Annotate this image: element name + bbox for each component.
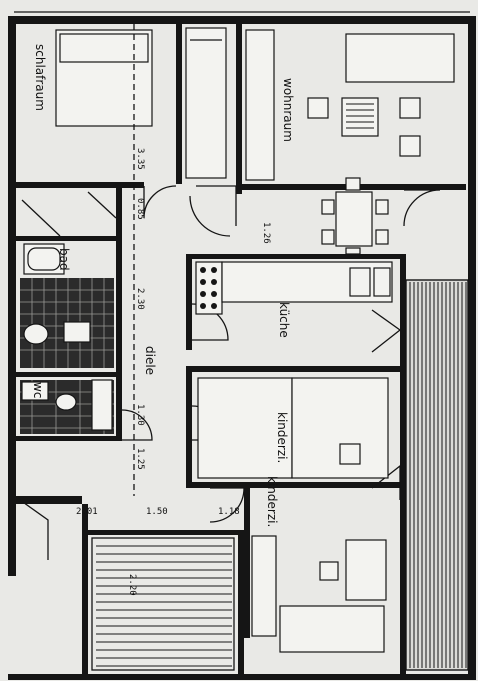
sink [349, 267, 371, 297]
wardrobe [185, 27, 227, 179]
dimension-label: 2.30 [135, 288, 145, 310]
washbasin [63, 321, 91, 343]
dimension-label: 2.01 [76, 507, 98, 517]
dimension-label: 1.25 [135, 448, 145, 470]
sideboard [245, 29, 275, 181]
room-label-kueche: küche [277, 302, 291, 338]
dining-table [335, 191, 373, 247]
stove [195, 261, 223, 315]
room-label-schlafraum: schlafraum [33, 44, 47, 111]
dimension-label: 1.30 [135, 404, 145, 426]
kinderzi-2-furniture [251, 535, 387, 653]
doors [19, 185, 441, 560]
kinderzi-1-furniture [197, 377, 389, 479]
wc-furniture [20, 379, 114, 434]
room-label-diele: diele [143, 346, 157, 375]
kueche-furniture [195, 261, 393, 315]
room-label-bad: bad [57, 248, 71, 271]
toilet [23, 323, 49, 345]
dimension-label: 3.35 [135, 148, 145, 170]
room-label-kinderzi-2: kinderzi. [265, 476, 279, 527]
dimension-label: 1.26 [261, 222, 271, 244]
dimension-label: 0.85 [135, 198, 145, 220]
shelf-2 [251, 535, 277, 637]
bed-1 [197, 377, 293, 479]
balcony [405, 279, 469, 671]
outer-walls [8, 11, 476, 680]
wohnraum-furniture [245, 29, 455, 255]
room-label-kinderzi-1: kinderzi. [275, 412, 289, 463]
desk-2 [345, 539, 387, 601]
room-label-wc: wc [31, 382, 45, 398]
dimension-label: 1.18 [218, 507, 240, 517]
schlafraum-furniture [55, 27, 227, 179]
bed-2 [279, 605, 385, 653]
dimension-label: 2.20 [127, 574, 137, 596]
stairwell [91, 537, 235, 671]
bad-furniture [20, 243, 114, 368]
dimension-label: 1.50 [146, 507, 168, 517]
sofa [345, 33, 455, 83]
room-label-wohnraum: wohnraum [281, 78, 295, 142]
